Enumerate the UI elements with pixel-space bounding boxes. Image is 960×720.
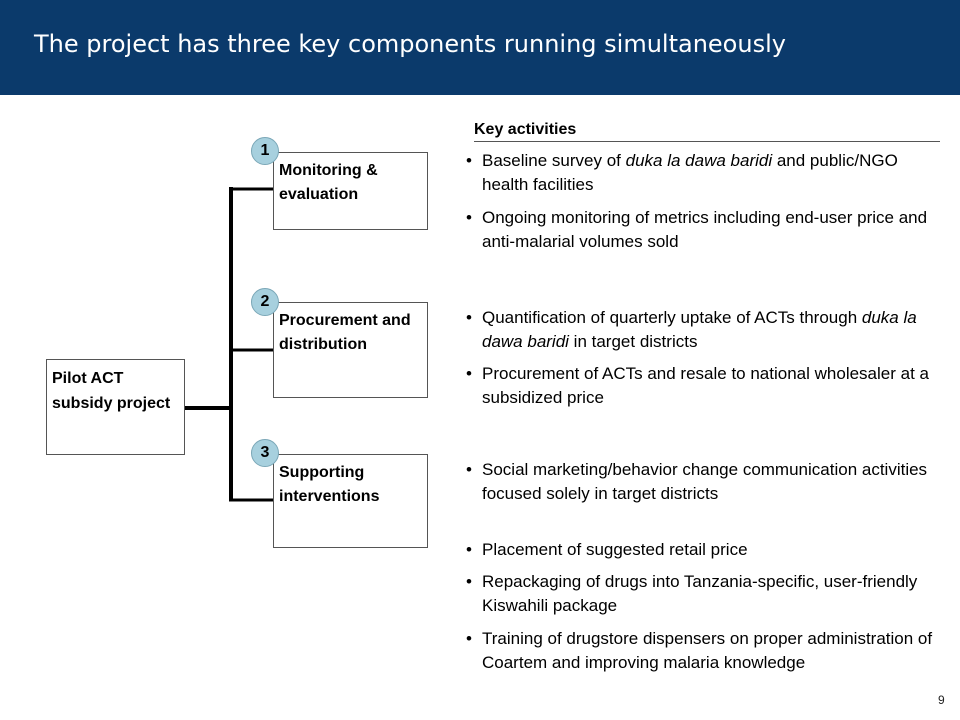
component-label-2: Procurement and distribution	[279, 312, 411, 353]
component-label-1: Monitoring & evaluation	[279, 162, 378, 203]
activity-bullet: Repackaging of drugs into Tanzania-speci…	[466, 570, 936, 618]
component-number-badge-3: 3	[251, 439, 279, 467]
root-node: Pilot ACT subsidy project	[46, 359, 185, 455]
root-label: Pilot ACT subsidy project	[52, 370, 171, 412]
activity-bullet: Placement of suggested retail price	[466, 538, 936, 562]
component-node-2: Procurement and distribution	[273, 302, 428, 398]
title-bar: The project has three key components run…	[0, 0, 960, 95]
component-number-badge-2: 2	[251, 288, 279, 316]
activity-bullet: Ongoing monitoring of metrics including …	[466, 206, 936, 254]
component-label-3: Supporting interventions	[279, 464, 380, 505]
activity-bullet: Procurement of ACTs and resale to nation…	[466, 362, 936, 410]
italic-term: duka la dawa baridi	[625, 151, 773, 170]
component-node-3: Supporting interventions	[273, 454, 428, 548]
activity-bullet: Social marketing/behavior change communi…	[466, 458, 936, 506]
key-activities-heading: Key activities	[474, 120, 940, 142]
activity-bullet: Baseline survey of duka la dawa baridi a…	[466, 149, 936, 197]
page-number: 9	[938, 693, 945, 707]
activity-bullet: Quantification of quarterly uptake of AC…	[466, 306, 936, 354]
component-node-1: Monitoring & evaluation	[273, 152, 428, 230]
italic-term: duka la dawa baridi	[482, 308, 917, 351]
activity-bullet: Training of drugstore dispensers on prop…	[466, 627, 936, 675]
component-number-badge-1: 1	[251, 137, 279, 165]
slide-title: The project has three key components run…	[34, 30, 786, 58]
